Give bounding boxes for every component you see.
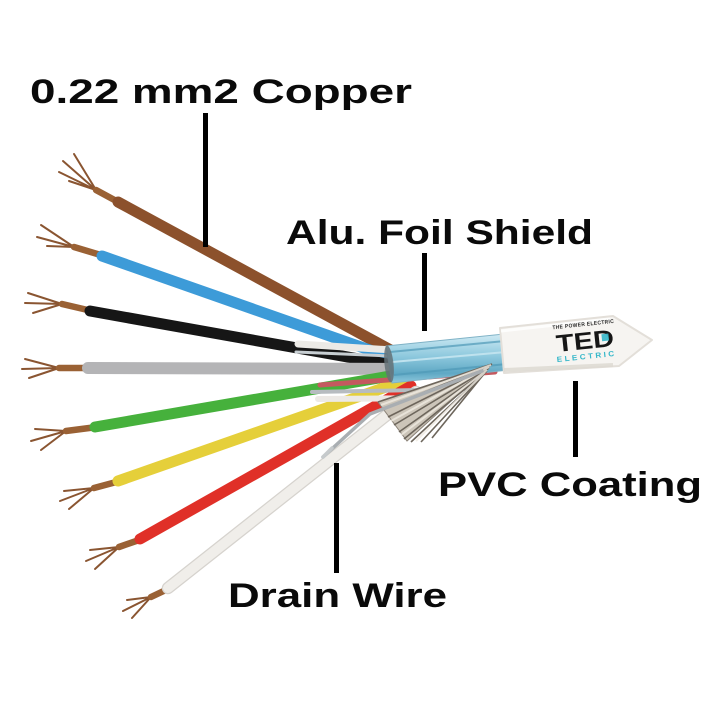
copper-strands xyxy=(59,487,95,510)
wire-gray xyxy=(21,358,408,379)
callout-lines xyxy=(203,113,578,573)
drain-wire xyxy=(321,369,484,459)
wire-black xyxy=(24,292,404,372)
wire-red xyxy=(85,380,417,570)
wire-brown xyxy=(58,153,404,360)
wire-white xyxy=(122,385,423,619)
insulation xyxy=(82,362,408,375)
bundle-sheath xyxy=(294,340,396,354)
bundle-strand xyxy=(294,350,392,358)
pvc-jacket: THE POWER ELECTRIC TED ELECTRIC xyxy=(499,315,653,374)
copper-strands xyxy=(21,358,60,379)
drain-wire-strand xyxy=(321,369,484,459)
label-pvc: PVC Coating xyxy=(438,466,702,504)
drain-wire-tip xyxy=(321,446,334,459)
copper-strands xyxy=(85,546,120,570)
wire-blue xyxy=(36,224,404,366)
label-copper: 0.22 mm2 Copper xyxy=(30,73,412,111)
insulation xyxy=(112,196,404,360)
foil-streak xyxy=(389,340,506,353)
jacket-body xyxy=(499,315,653,374)
jacket-shadow xyxy=(503,363,614,372)
insulation xyxy=(163,387,421,593)
copper-strands xyxy=(24,292,63,314)
insulation xyxy=(96,250,404,366)
strip-fan-lines xyxy=(377,363,493,443)
foil-end-cap xyxy=(384,345,394,383)
label-foil: Alu. Foil Shield xyxy=(286,214,593,252)
copper-strands xyxy=(30,428,67,451)
foil-highlight xyxy=(391,351,507,363)
copper-strands xyxy=(36,224,75,248)
insulation xyxy=(84,305,404,372)
copper-strands xyxy=(58,153,97,191)
ted-logo: THE POWER ELECTRIC TED ELECTRIC xyxy=(552,319,617,364)
logo-d-mark xyxy=(601,333,610,342)
alu-strip-fan xyxy=(377,363,493,443)
logo-brand-text: TED xyxy=(555,325,616,358)
insulation xyxy=(134,380,417,545)
label-drain: Drain Wire xyxy=(228,577,447,615)
copper-strands xyxy=(122,596,152,619)
jacket-highlight xyxy=(500,317,611,333)
